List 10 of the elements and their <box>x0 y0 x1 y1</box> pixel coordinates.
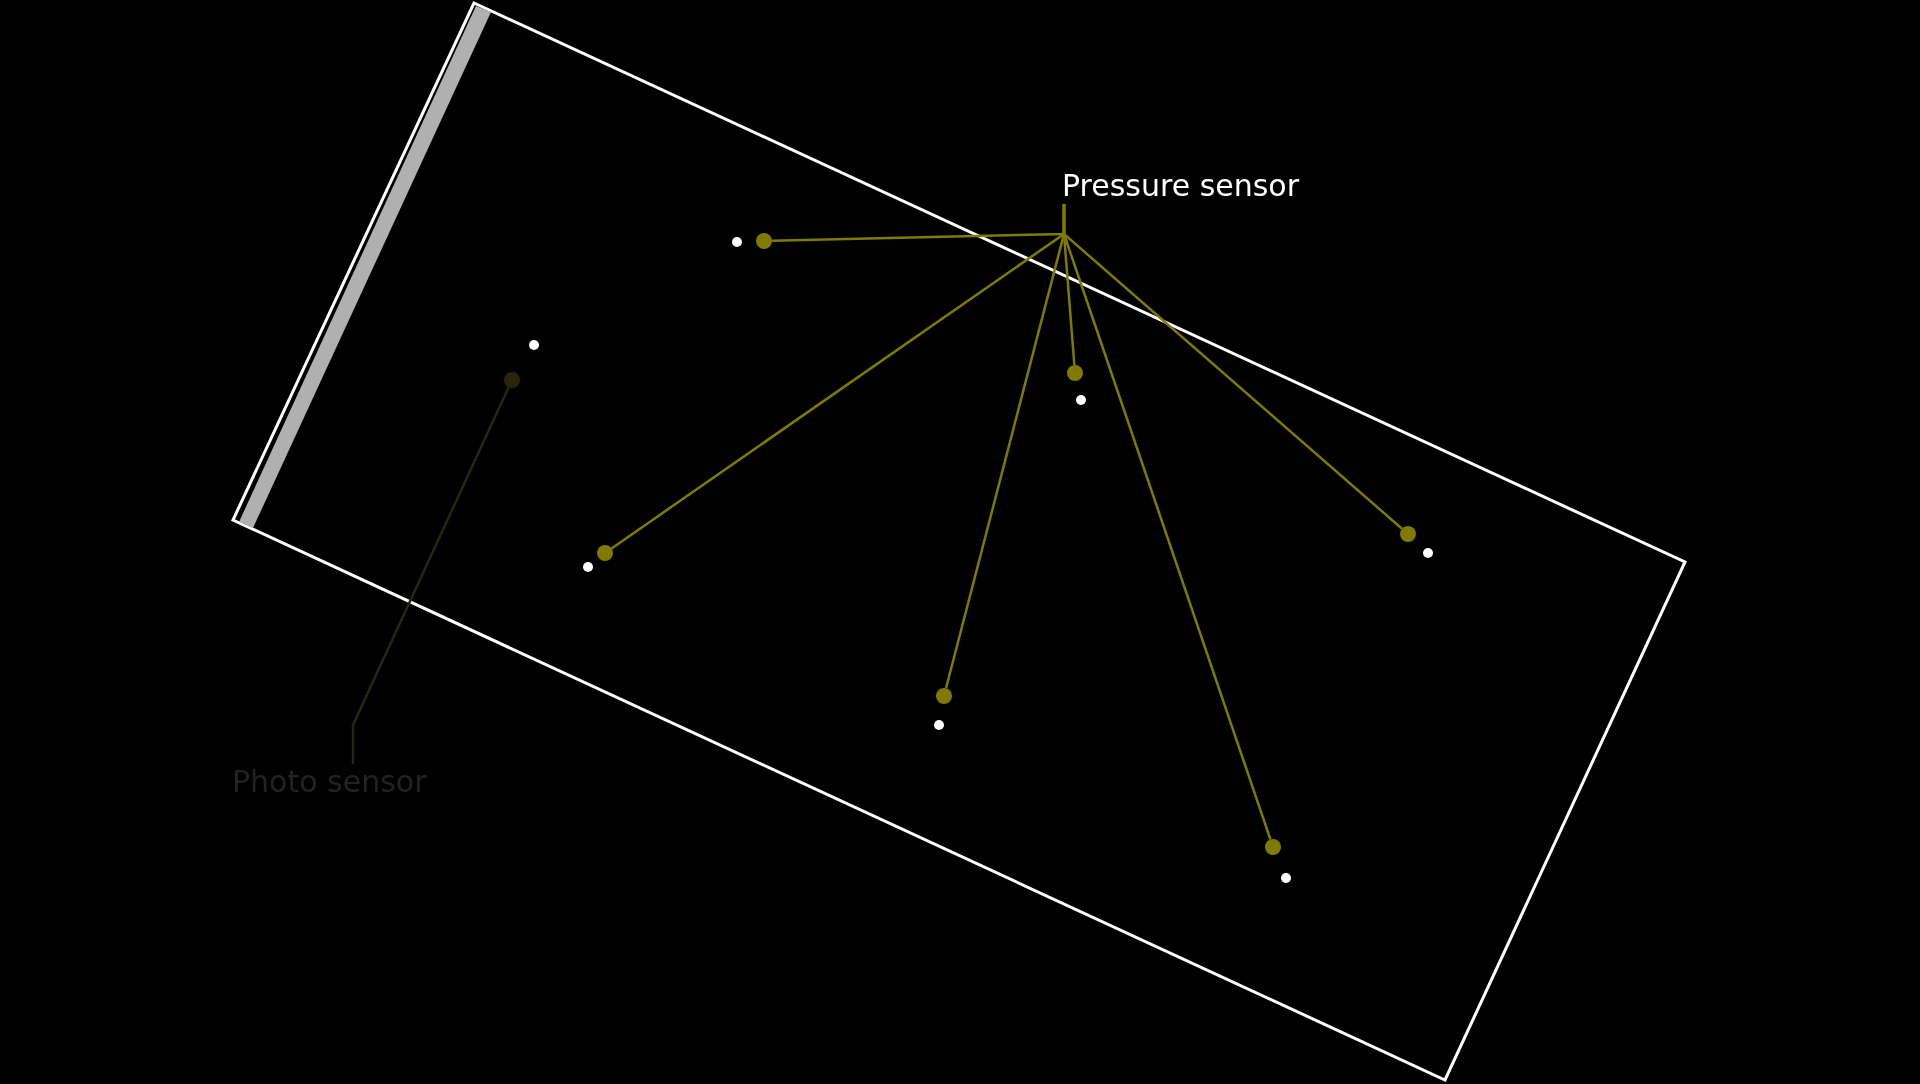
sensor-dot <box>1067 365 1083 381</box>
sensor-dot <box>504 372 520 388</box>
sensor-dot <box>1400 526 1416 542</box>
sensor-label: Pressure sensor <box>1062 168 1300 204</box>
sensor-dot <box>597 545 613 561</box>
sensor-dot <box>756 233 772 249</box>
leader-line <box>771 204 1066 243</box>
sensor-dot <box>1265 839 1281 855</box>
sensor-dot <box>936 688 952 704</box>
leader-line <box>351 386 510 764</box>
